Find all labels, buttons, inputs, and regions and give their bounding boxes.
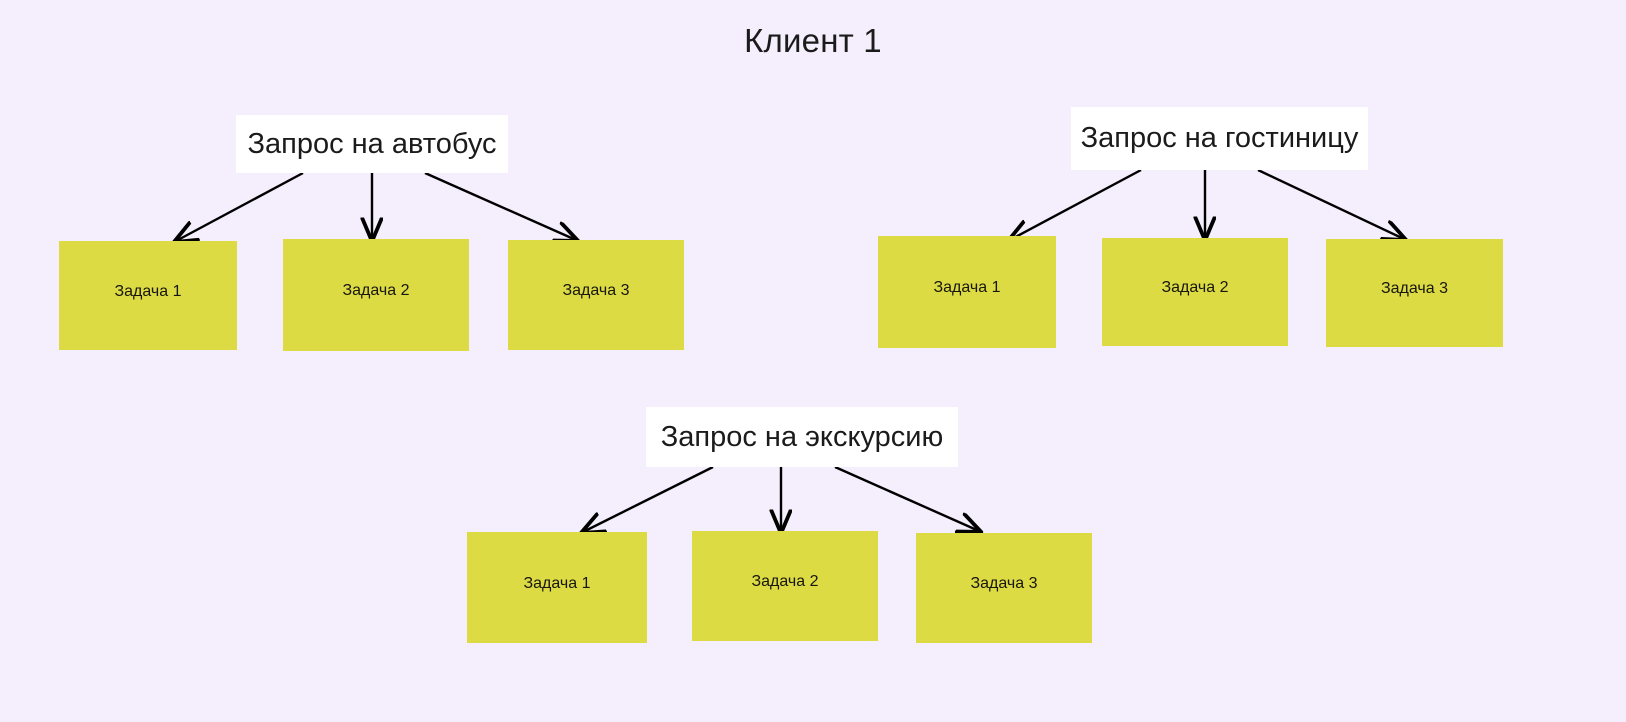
request-box-group-hotel[interactable]: Запрос на гостиницу [1071,107,1368,170]
task-box-label: Задача 1 [933,279,1001,296]
arrow-connector [176,171,304,241]
task-box[interactable]: Задача 1 [878,236,1056,348]
arrow-connector [834,465,979,531]
task-box[interactable]: Задача 2 [1102,238,1288,346]
arrow-connector [424,171,576,240]
arrow-connector [1257,168,1404,239]
task-box-label: Задача 3 [970,575,1038,592]
request-box-label: Запрос на автобус [247,127,497,160]
task-box-label: Задача 2 [751,573,819,590]
task-box-label: Задача 2 [342,282,410,299]
request-box-group-excursion[interactable]: Запрос на экскурсию [646,407,958,467]
task-box[interactable]: Задача 1 [59,241,237,350]
task-box[interactable]: Задача 2 [692,531,878,641]
task-box[interactable]: Задача 1 [467,532,647,643]
task-box-label: Задача 1 [114,282,182,300]
task-box-label: Задача 3 [562,282,630,299]
task-box[interactable]: Задача 3 [1326,239,1503,347]
arrow-connector [583,465,714,532]
arrow-connector [1010,168,1142,240]
task-box[interactable]: Задача 3 [508,240,684,350]
request-box-group-bus[interactable]: Запрос на автобус [236,115,508,173]
task-box[interactable]: Задача 2 [283,239,469,351]
request-box-label: Запрос на гостиницу [1080,122,1359,154]
task-box-label: Задача 1 [523,574,591,592]
task-box-label: Задача 2 [1161,279,1229,296]
request-box-label: Запрос на экскурсию [660,420,944,453]
task-box[interactable]: Задача 3 [916,533,1092,643]
page-title: Клиент 1 [744,22,882,59]
task-box-label: Задача 3 [1380,280,1449,297]
